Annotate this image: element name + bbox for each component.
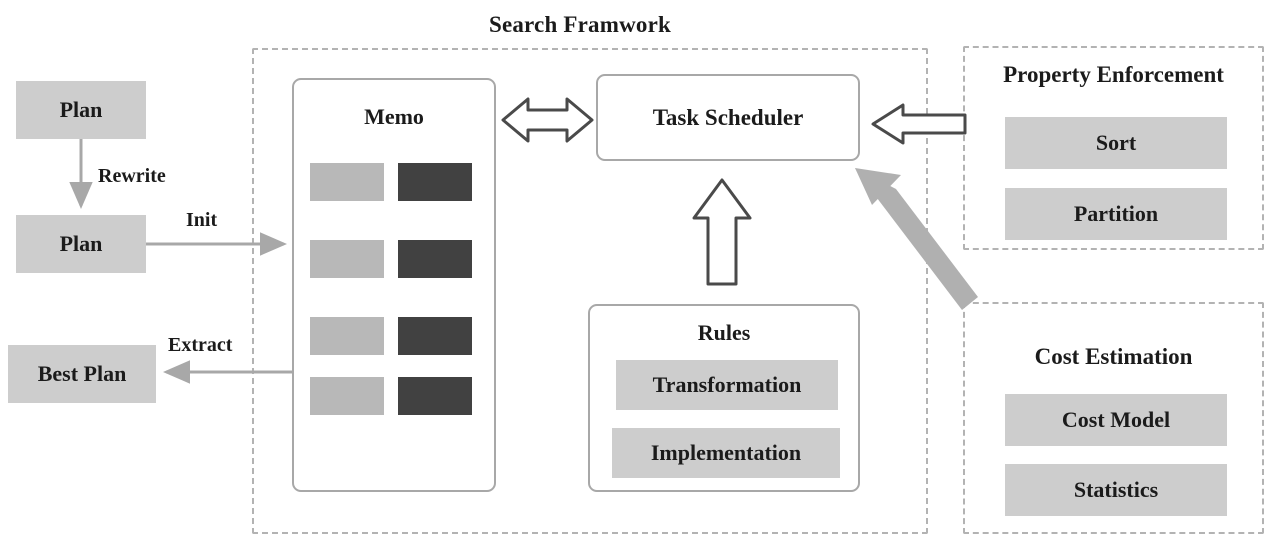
memo-row-2-right-bar — [398, 240, 472, 278]
cost-estimation-item-cost-model[interactable]: Cost Model — [1005, 394, 1227, 446]
rules-item-implementation[interactable]: Implementation — [612, 428, 840, 478]
property-enforcement-frame — [963, 46, 1264, 250]
best-plan-box[interactable]: Best Plan — [8, 345, 156, 403]
plan-box-top[interactable]: Plan — [16, 81, 146, 139]
memo-row-4-left-bar — [310, 377, 384, 415]
page-title: Search Framwork — [488, 12, 672, 37]
memo-row-3-right-bar — [398, 317, 472, 355]
edge-label-init: Init — [186, 209, 218, 231]
task-scheduler-panel[interactable]: Task Scheduler — [596, 74, 860, 161]
property-enforcement-item-sort[interactable]: Sort — [1005, 117, 1227, 169]
cost-estimation-title: Cost Estimation — [1034, 344, 1193, 369]
rules-item-transformation[interactable]: Transformation — [616, 360, 838, 410]
memo-row-2-left-bar — [310, 240, 384, 278]
property-enforcement-item-partition[interactable]: Partition — [1005, 188, 1227, 240]
memo-row-3-left-bar — [310, 317, 384, 355]
cost-estimation-item-statistics[interactable]: Statistics — [1005, 464, 1227, 516]
memo-row-1-left-bar — [310, 163, 384, 201]
property-enforcement-title: Property Enforcement — [1003, 62, 1224, 87]
rules-panel[interactable]: Rules Transformation Implementation — [588, 304, 860, 492]
edge-label-rewrite: Rewrite — [98, 165, 166, 187]
task-scheduler-title: Task Scheduler — [652, 104, 804, 130]
memo-row-4-right-bar — [398, 377, 472, 415]
rules-title: Rules — [697, 320, 751, 345]
plan-box-bottom[interactable]: Plan — [16, 215, 146, 273]
edge-label-extract: Extract — [168, 334, 233, 356]
memo-panel[interactable]: Memo — [292, 78, 496, 492]
cost-estimation-frame — [963, 302, 1264, 534]
memo-title: Memo — [364, 104, 424, 129]
memo-row-1-right-bar — [398, 163, 472, 201]
